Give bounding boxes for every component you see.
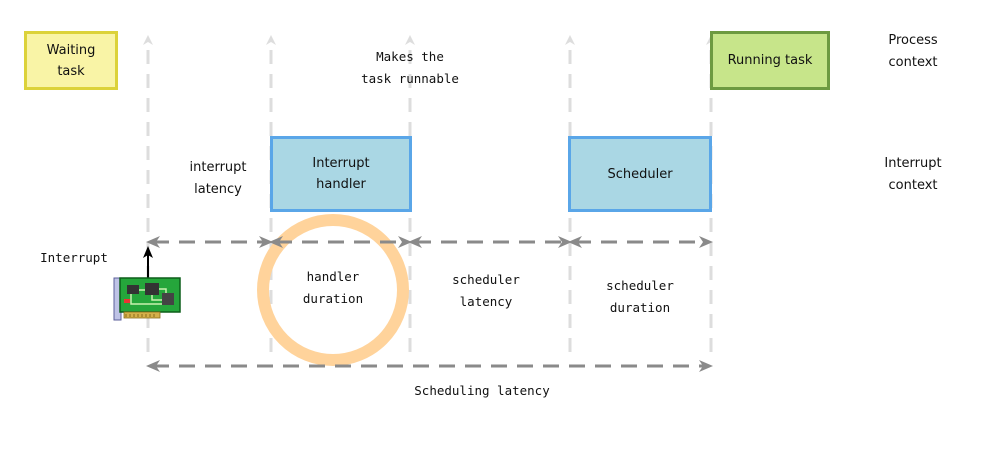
waiting-task-box: Waiting task <box>24 31 118 90</box>
handler-duration-label: handler duration <box>302 269 364 306</box>
interrupt-handler-box: Interrupt handler <box>270 136 412 212</box>
interrupt-context-label: Interrupt context <box>884 156 942 193</box>
makes-runnable-label: Makes the task runnable <box>361 49 459 86</box>
running-task-box: Running task <box>710 31 830 90</box>
process-context-label: Process context <box>888 33 938 70</box>
duration-arrows <box>146 236 713 372</box>
scheduler-box: Scheduler <box>568 136 712 212</box>
scheduler-duration-label: scheduler duration <box>606 278 674 315</box>
scheduler-latency-label: scheduler latency <box>452 272 520 309</box>
interrupt-latency-label: interrupt latency <box>189 160 247 197</box>
scheduling-latency-label: Scheduling latency <box>414 383 550 398</box>
network-card-icon <box>113 277 181 321</box>
interrupt-label: Interrupt <box>40 250 108 265</box>
